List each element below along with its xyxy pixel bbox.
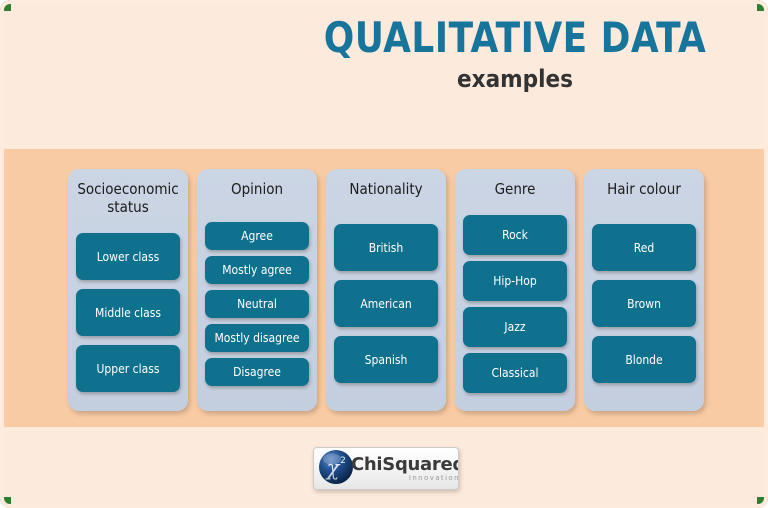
category-item[interactable]: Mostly disagree (205, 323, 309, 352)
category-card-hair-colour: Hair colour Red Brown Blonde (584, 169, 704, 411)
category-item-list: British American Spanish (334, 207, 438, 401)
corner-accent-bottom-left (0, 497, 11, 508)
category-card-nationality: Nationality British American Spanish (326, 169, 446, 411)
page-title: QUALITATIVE DATA (323, 13, 707, 62)
page-subtitle: examples (457, 65, 573, 94)
svg-text:χ: χ (325, 456, 341, 480)
category-item[interactable]: American (334, 280, 438, 328)
category-item-list: Agree Mostly agree Neutral Mostly disagr… (205, 207, 309, 401)
logo-text: ChiSquared Innovations (351, 453, 459, 482)
category-item[interactable]: British (334, 224, 438, 272)
category-card-opinion: Opinion Agree Mostly agree Neutral Mostl… (197, 169, 317, 411)
category-item[interactable]: Mostly agree (205, 255, 309, 284)
logo-name: ChiSquared (351, 453, 459, 475)
corner-accent-top-left (0, 0, 11, 11)
header-band (4, 4, 764, 149)
category-item[interactable]: Disagree (205, 357, 309, 386)
category-item[interactable]: Spanish (334, 336, 438, 384)
category-item[interactable]: Agree (205, 221, 309, 250)
category-columns: Socioeconomic status Lower class Middle … (68, 169, 704, 411)
corner-accent-top-right (757, 0, 768, 11)
category-item[interactable]: Red (592, 224, 696, 272)
category-item[interactable]: Rock (463, 214, 567, 255)
category-item[interactable]: Jazz (463, 306, 567, 347)
category-item[interactable]: Hip-Hop (463, 260, 567, 301)
category-item[interactable]: Blonde (592, 336, 696, 384)
category-title: Nationality (349, 180, 423, 198)
category-title: Genre (494, 180, 536, 198)
category-item[interactable]: Classical (463, 352, 567, 393)
category-item[interactable]: Upper class (76, 345, 180, 393)
category-item[interactable]: Brown (592, 280, 696, 328)
title-block: QUALITATIVE DATA examples (280, 13, 750, 94)
brand-logo[interactable]: χ 2 ChiSquared Innovations (313, 447, 459, 490)
category-item-list: Red Brown Blonde (592, 207, 696, 401)
logo-tagline: Innovations (408, 473, 458, 482)
corner-accent-bottom-right (757, 497, 768, 508)
svg-text:2: 2 (340, 456, 346, 466)
category-title: Socioeconomic status (77, 180, 179, 216)
category-item[interactable]: Neutral (205, 289, 309, 318)
category-item[interactable]: Middle class (76, 289, 180, 337)
category-item[interactable]: Lower class (76, 233, 180, 281)
category-title: Opinion (230, 180, 284, 198)
category-title: Hair colour (607, 180, 681, 198)
category-card-socioeconomic-status: Socioeconomic status Lower class Middle … (68, 169, 188, 411)
chi-squared-sphere-icon: χ 2 (318, 449, 354, 489)
category-item-list: Rock Hip-Hop Jazz Classical (463, 207, 567, 401)
category-card-genre: Genre Rock Hip-Hop Jazz Classical (455, 169, 575, 411)
category-item-list: Lower class Middle class Upper class (76, 224, 180, 401)
